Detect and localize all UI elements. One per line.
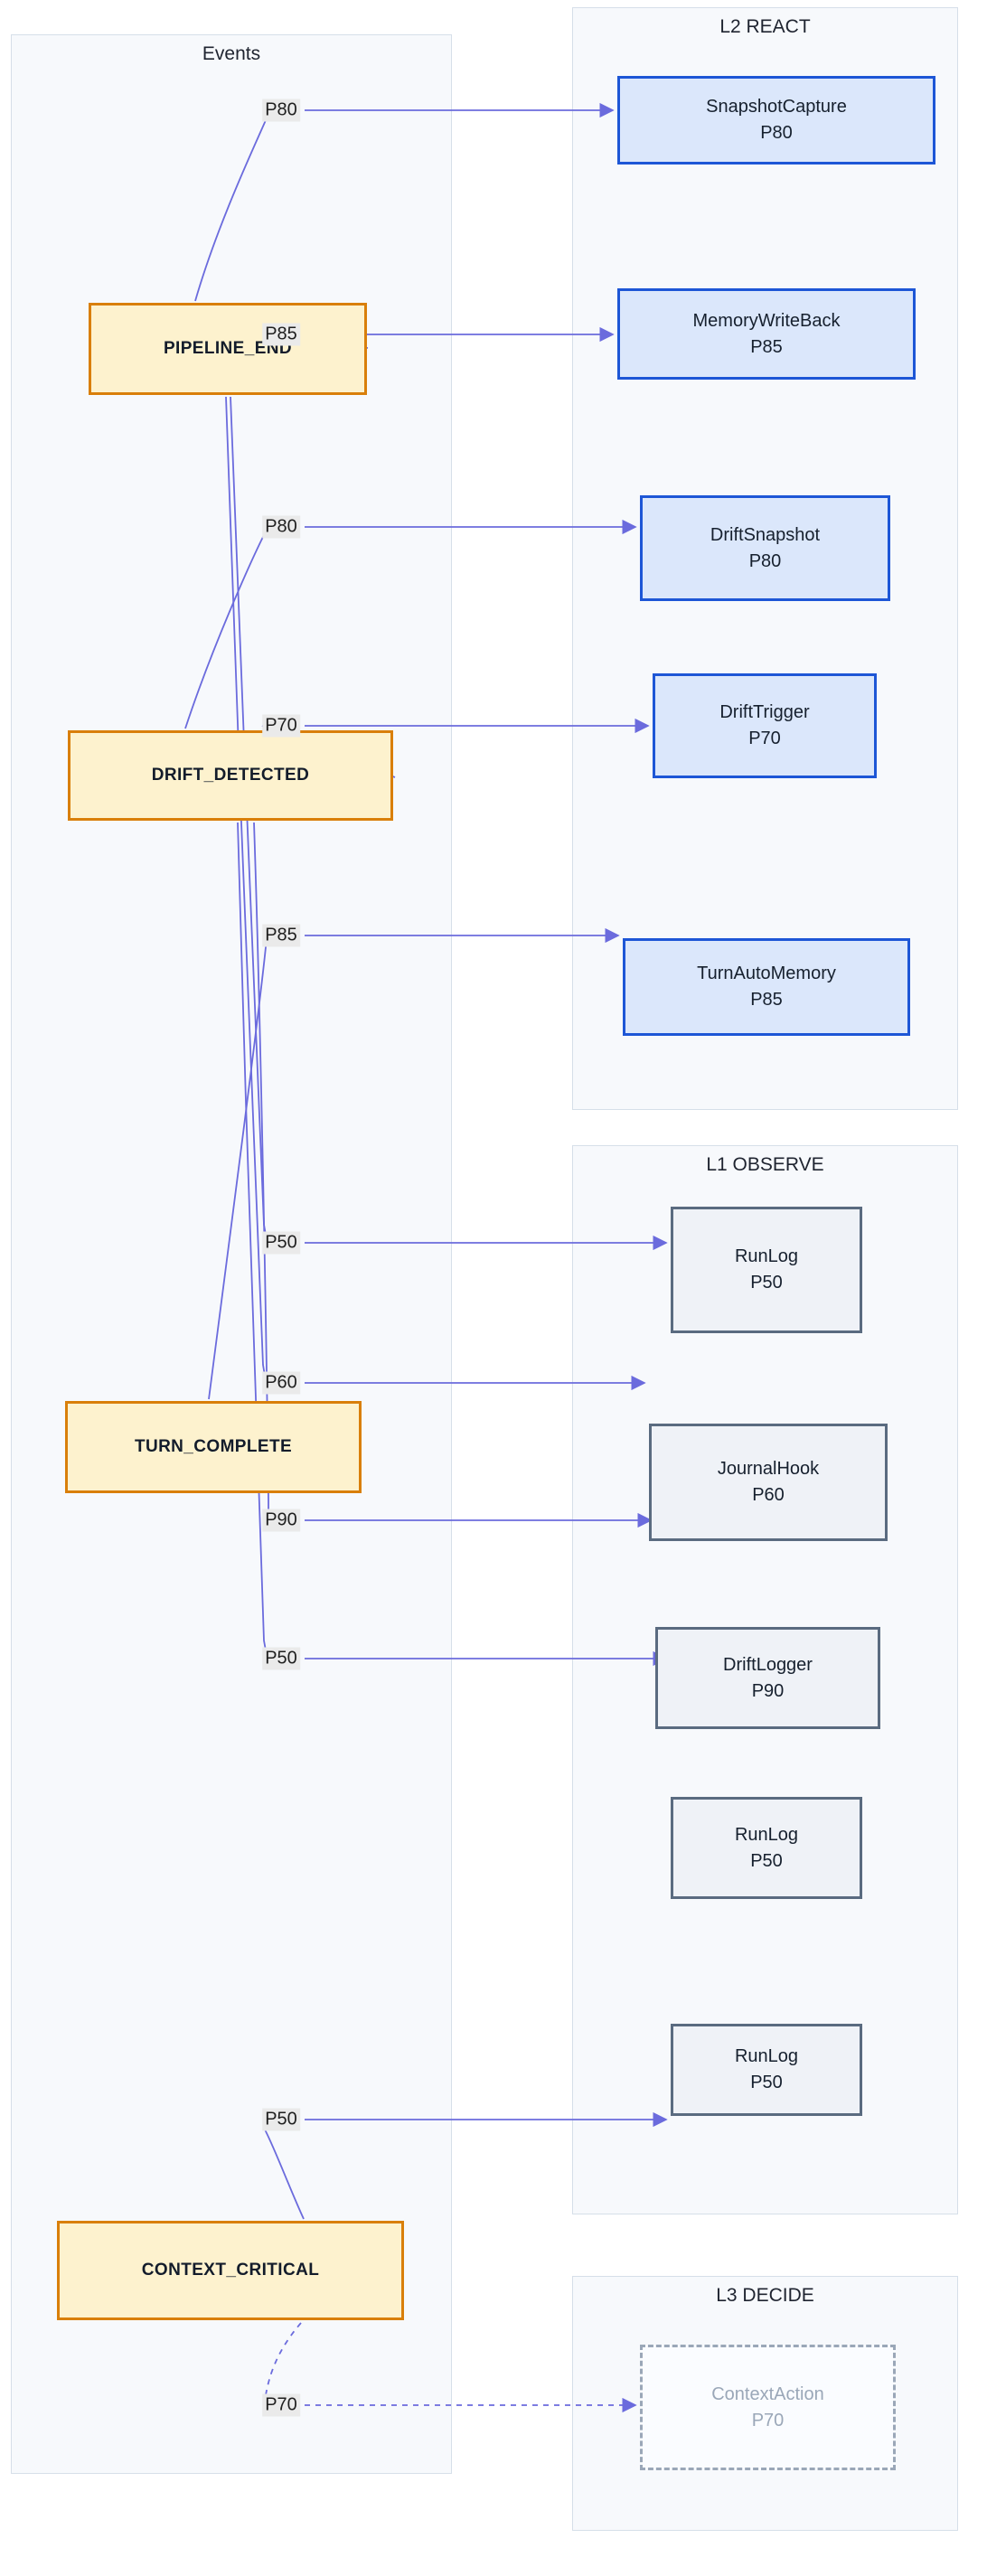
edge-label-e7: P60 — [262, 1371, 300, 1395]
event-node-label: TURN_COMPLETE — [134, 1437, 293, 1457]
edge-curve-e10 — [263, 2127, 305, 2220]
handler-node-name: TurnAutoMemory — [697, 964, 836, 983]
edge-label-e3: P80 — [262, 515, 300, 539]
handler-node-name: ContextAction — [711, 2383, 824, 2404]
edge-label-e11: P70 — [262, 2393, 300, 2417]
edge-curve-e1 — [194, 117, 268, 302]
edge-label-e9: P50 — [262, 1647, 300, 1670]
subgraph-l3-decide-title: L3 DECIDE — [716, 2285, 814, 2306]
edge-curve-e11 — [263, 2322, 302, 2404]
event-node-context_critical[interactable]: CONTEXT_CRITICAL — [57, 2221, 404, 2320]
handler-node-priority: P50 — [750, 1273, 783, 1293]
edge-curve-e3 — [184, 532, 267, 729]
edge-label-e4: P70 — [262, 714, 300, 738]
handler-node-priority: P80 — [760, 123, 793, 143]
handler-node-name: SnapshotCapture — [706, 97, 847, 117]
subgraph-events-title: Events — [202, 43, 261, 64]
handler-node-name: DriftTrigger — [719, 702, 810, 722]
handler-node-priority: P70 — [748, 729, 781, 748]
handler-node-priority: P70 — [751, 2410, 785, 2430]
handler-node-name: RunLog — [734, 2046, 799, 2066]
edge-label-e8: P90 — [262, 1509, 300, 1532]
edge-curve-e5 — [208, 942, 268, 1400]
edge-label-e5: P85 — [262, 924, 300, 947]
handler-node-name: MemoryWriteBack — [692, 310, 841, 331]
handler-node-priority: P60 — [752, 1485, 785, 1505]
subgraph-l2-react-title: L2 REACT — [719, 16, 811, 37]
handler-node-name: RunLog — [734, 1824, 799, 1845]
event-node-label: PIPELINE_END — [163, 339, 293, 359]
handler-node-priority: P85 — [750, 336, 783, 357]
edge-label-e6: P50 — [262, 1231, 300, 1255]
handler-node-priority: P50 — [750, 2073, 783, 2092]
event-node-pipeline_end[interactable]: PIPELINE_END — [89, 303, 367, 395]
handler-node-priority: P90 — [751, 1680, 785, 1701]
event-node-label: DRIFT_DETECTED — [151, 766, 310, 785]
subgraph-l1-observe-title: L1 OBSERVE — [706, 1154, 824, 1175]
edge-curve-e7 — [225, 396, 266, 1377]
edge-curve-e9 — [237, 822, 267, 1651]
handler-node-name: DriftSnapshot — [710, 524, 821, 545]
event-node-label: CONTEXT_CRITICAL — [141, 2261, 320, 2280]
handler-node-priority: P85 — [750, 990, 783, 1010]
edge-label-e1: P80 — [262, 99, 300, 122]
edge-label-e2: P85 — [262, 323, 300, 346]
subgraph-events — [11, 34, 452, 2474]
edge-curve-e6 — [230, 396, 267, 1236]
handler-node-name: JournalHook — [717, 1459, 820, 1479]
edge-label-e10: P50 — [262, 2108, 300, 2131]
handler-node-priority: P50 — [750, 1850, 783, 1871]
handler-node-priority: P80 — [748, 550, 782, 571]
handler-node-name: DriftLogger — [723, 1654, 813, 1675]
event-node-drift_detected[interactable]: DRIFT_DETECTED — [68, 730, 393, 821]
event-node-turn_complete[interactable]: TURN_COMPLETE — [65, 1401, 362, 1493]
handler-node-name: RunLog — [734, 1246, 799, 1266]
